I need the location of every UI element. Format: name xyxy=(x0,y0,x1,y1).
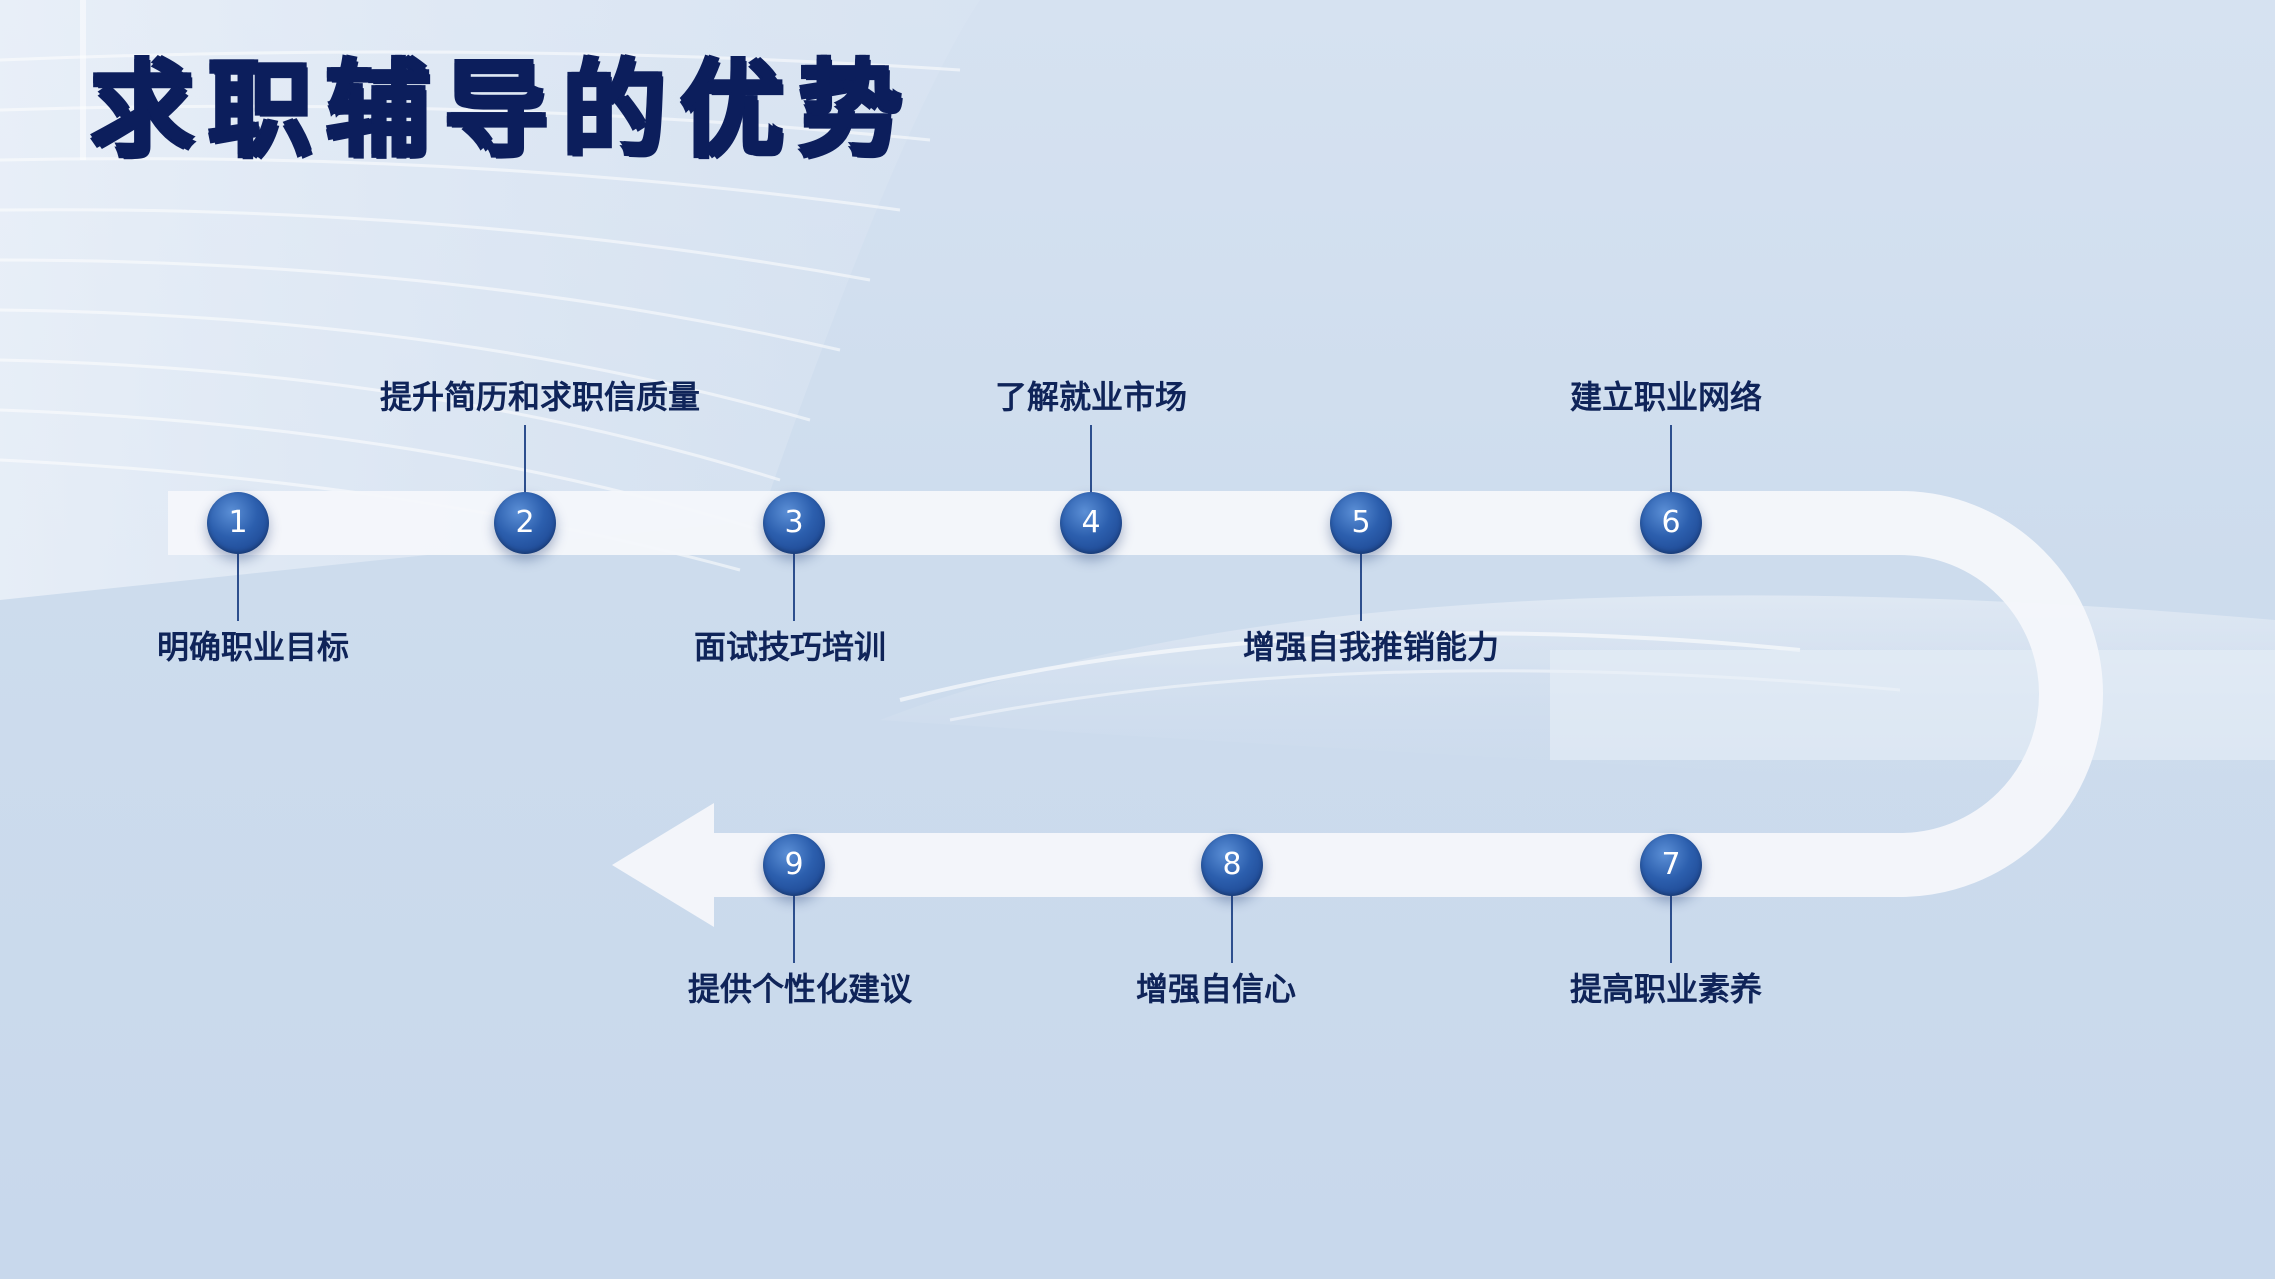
step-label-1: 明确职业目标 xyxy=(156,628,350,666)
step-connector-9 xyxy=(793,893,795,963)
step-connector-1 xyxy=(237,551,239,621)
step-label-5: 增强自我推销能力 xyxy=(1242,628,1500,666)
step-node-2: 2 xyxy=(494,492,556,554)
step-node-1: 1 xyxy=(207,492,269,554)
step-connector-7 xyxy=(1670,893,1672,963)
step-node-5: 5 xyxy=(1330,492,1392,554)
step-label-3: 面试技巧培训 xyxy=(693,628,887,666)
page-title: 求职辅导的优势 xyxy=(90,49,917,171)
step-node-7: 7 xyxy=(1640,834,1702,896)
step-connector-8 xyxy=(1231,893,1233,963)
step-node-4: 4 xyxy=(1060,492,1122,554)
step-connector-5 xyxy=(1360,551,1362,621)
step-connector-2 xyxy=(524,425,526,495)
step-label-2: 提升简历和求职信质量 xyxy=(379,378,701,416)
step-label-6: 建立职业网络 xyxy=(1569,378,1763,416)
step-label-9: 提供个性化建议 xyxy=(687,970,913,1008)
step-label-7: 提高职业素养 xyxy=(1569,970,1763,1008)
step-node-6: 6 xyxy=(1640,492,1702,554)
step-label-8: 增强自信心 xyxy=(1135,970,1297,1008)
step-node-8: 8 xyxy=(1201,834,1263,896)
step-connector-6 xyxy=(1670,425,1672,495)
step-label-4: 了解就业市场 xyxy=(994,378,1188,416)
step-node-3: 3 xyxy=(763,492,825,554)
track-arrowhead xyxy=(612,803,714,927)
step-connector-4 xyxy=(1090,425,1092,495)
step-node-9: 9 xyxy=(763,834,825,896)
step-connector-3 xyxy=(793,551,795,621)
